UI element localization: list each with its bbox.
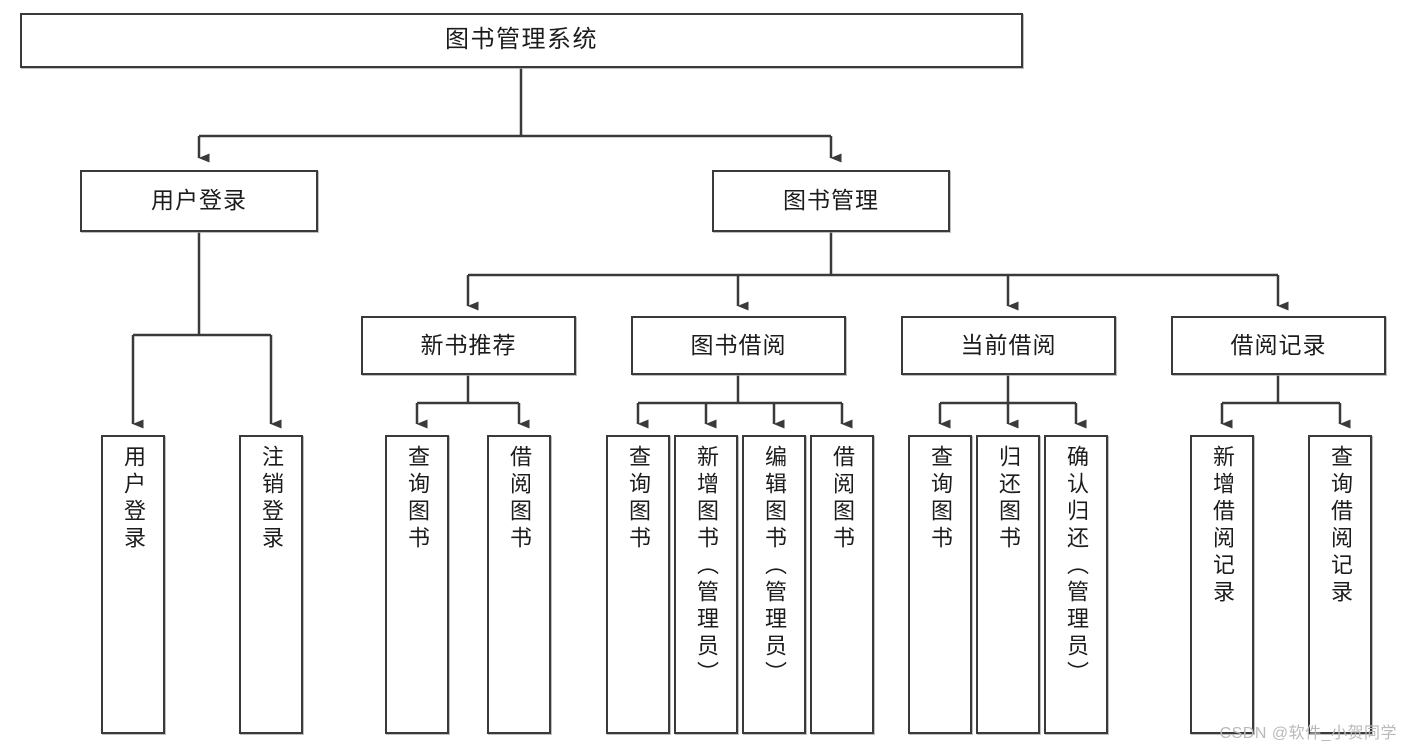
node-new-book-recommend[interactable]: 新书推荐: [361, 316, 576, 375]
node-label: 新增图书（管理员）: [694, 445, 719, 688]
leaf-logout[interactable]: 注销登录: [239, 435, 303, 734]
node-label: 当前借阅: [960, 331, 1057, 358]
node-label: 确认归还（管理员）: [1064, 445, 1089, 688]
leaf-add-book-admin[interactable]: 新增图书（管理员）: [674, 435, 738, 734]
leaf-query-book-borrow[interactable]: 查询图书: [606, 435, 670, 734]
leaf-query-borrow-record[interactable]: 查询借阅记录: [1308, 435, 1372, 734]
leaf-add-borrow-record[interactable]: 新增借阅记录: [1190, 435, 1254, 734]
node-user-login[interactable]: 用户登录: [80, 170, 318, 232]
node-label: 用户登录: [151, 187, 247, 214]
node-label: 编辑图书（管理员）: [762, 445, 787, 688]
leaf-borrow-book-recommend[interactable]: 借阅图书: [487, 435, 551, 734]
node-label: 归还图书: [996, 445, 1021, 553]
node-label: 新增借阅记录: [1210, 445, 1235, 607]
leaf-edit-book-admin[interactable]: 编辑图书（管理员）: [742, 435, 806, 734]
node-label: 查询借阅记录: [1328, 445, 1353, 607]
node-label: 图书管理: [783, 187, 879, 214]
node-root-system[interactable]: 图书管理系统: [20, 13, 1023, 68]
node-book-management[interactable]: 图书管理: [712, 170, 950, 232]
node-label: 图书管理系统: [445, 26, 598, 54]
csdn-watermark: CSDN @软件_小贺同学: [1219, 725, 1397, 742]
node-label: 注销登录: [259, 445, 284, 553]
node-label: 图书借阅: [690, 331, 787, 358]
node-label: 借阅记录: [1230, 331, 1327, 358]
node-label: 借阅图书: [830, 445, 855, 553]
node-book-borrow[interactable]: 图书借阅: [631, 316, 846, 375]
node-label: 用户登录: [121, 445, 146, 553]
node-label: 查询图书: [405, 445, 430, 553]
node-current-borrow[interactable]: 当前借阅: [901, 316, 1116, 375]
leaf-return-book[interactable]: 归还图书: [976, 435, 1040, 734]
node-label: 查询图书: [626, 445, 651, 553]
leaf-query-book-current[interactable]: 查询图书: [908, 435, 972, 734]
node-label: 查询图书: [928, 445, 953, 553]
node-label: 借阅图书: [507, 445, 532, 553]
node-borrow-record[interactable]: 借阅记录: [1171, 316, 1386, 375]
leaf-confirm-return-admin[interactable]: 确认归还（管理员）: [1044, 435, 1108, 734]
leaf-borrow-book[interactable]: 借阅图书: [810, 435, 874, 734]
node-label: 新书推荐: [420, 331, 517, 358]
leaf-user-login[interactable]: 用户登录: [101, 435, 165, 734]
leaf-query-book-recommend[interactable]: 查询图书: [385, 435, 449, 734]
